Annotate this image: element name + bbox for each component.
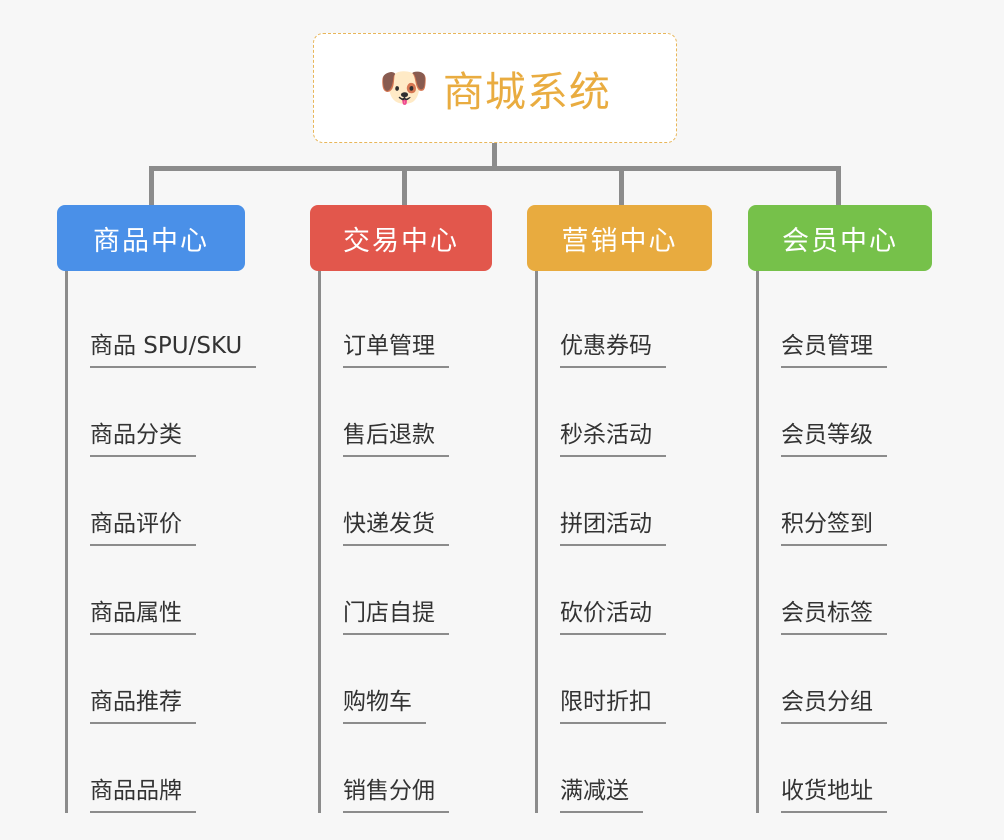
list-item[interactable]: 秒杀活动 — [538, 368, 772, 457]
item-list-member: 会员管理 会员等级 积分签到 会员标签 会员分组 收货地址 — [756, 271, 993, 813]
item-label: 商品推荐 — [90, 689, 196, 724]
item-list-product: 商品 SPU/SKU 商品分类 商品评价 商品属性 商品推荐 商品品牌 — [65, 271, 302, 813]
list-item[interactable]: 积分签到 — [759, 457, 993, 546]
item-label: 积分签到 — [781, 511, 887, 546]
list-item[interactable]: 商品分类 — [68, 368, 302, 457]
connector-stem — [492, 143, 497, 169]
category-header-product[interactable]: 商品中心 — [57, 205, 245, 271]
item-label: 秒杀活动 — [560, 422, 666, 457]
item-label: 砍价活动 — [560, 600, 666, 635]
item-label: 商品品牌 — [90, 778, 196, 813]
item-label: 收货地址 — [781, 778, 887, 813]
category-label: 交易中心 — [343, 225, 459, 257]
category-header-marketing[interactable]: 营销中心 — [527, 205, 712, 271]
list-item[interactable]: 订单管理 — [321, 279, 555, 368]
list-item[interactable]: 会员分组 — [759, 635, 993, 724]
dog-face-icon: 🐶 — [379, 66, 429, 110]
list-item[interactable]: 收货地址 — [759, 724, 993, 813]
item-label: 满减送 — [560, 778, 643, 813]
root-node-shopping-mall-system[interactable]: 🐶 商城系统 — [313, 33, 677, 143]
item-list-transaction: 订单管理 售后退款 快递发货 门店自提 购物车 销售分佣 — [318, 271, 555, 813]
list-item[interactable]: 商品评价 — [68, 457, 302, 546]
item-label: 商品分类 — [90, 422, 196, 457]
item-label: 拼团活动 — [560, 511, 666, 546]
item-label: 会员管理 — [781, 333, 887, 368]
category-label: 会员中心 — [782, 225, 898, 257]
item-label: 门店自提 — [343, 600, 449, 635]
item-label: 会员等级 — [781, 422, 887, 457]
item-label: 限时折扣 — [560, 689, 666, 724]
item-label: 会员分组 — [781, 689, 887, 724]
list-item[interactable]: 门店自提 — [321, 546, 555, 635]
item-list-marketing: 优惠券码 秒杀活动 拼团活动 砍价活动 限时折扣 满减送 — [535, 271, 772, 813]
root-title: 商城系统 — [442, 68, 611, 116]
list-item[interactable]: 会员等级 — [759, 368, 993, 457]
item-label: 快递发货 — [343, 511, 449, 546]
list-item[interactable]: 销售分佣 — [321, 724, 555, 813]
connector-drop-4 — [836, 169, 841, 209]
list-item[interactable]: 拼团活动 — [538, 457, 772, 546]
list-item[interactable]: 会员标签 — [759, 546, 993, 635]
list-item[interactable]: 商品品牌 — [68, 724, 302, 813]
item-label: 商品评价 — [90, 511, 196, 546]
category-column-marketing: 营销中心 优惠券码 秒杀活动 拼团活动 砍价活动 限时折扣 满减送 — [527, 205, 772, 813]
list-item[interactable]: 砍价活动 — [538, 546, 772, 635]
list-item[interactable]: 商品 SPU/SKU — [68, 279, 302, 368]
list-item[interactable]: 会员管理 — [759, 279, 993, 368]
category-header-transaction[interactable]: 交易中心 — [310, 205, 492, 271]
item-label: 销售分佣 — [343, 778, 449, 813]
category-header-member[interactable]: 会员中心 — [748, 205, 932, 271]
connector-drop-3 — [619, 169, 624, 209]
item-label: 会员标签 — [781, 600, 887, 635]
connector-drop-1 — [149, 169, 154, 209]
item-label: 优惠券码 — [560, 333, 666, 368]
list-item[interactable]: 快递发货 — [321, 457, 555, 546]
connector-drop-2 — [402, 169, 407, 209]
item-label: 购物车 — [343, 689, 426, 724]
category-column-member: 会员中心 会员管理 会员等级 积分签到 会员标签 会员分组 收货地址 — [748, 205, 993, 813]
list-item[interactable]: 限时折扣 — [538, 635, 772, 724]
list-item[interactable]: 优惠券码 — [538, 279, 772, 368]
list-item[interactable]: 商品推荐 — [68, 635, 302, 724]
category-label: 商品中心 — [93, 225, 209, 257]
list-item[interactable]: 商品属性 — [68, 546, 302, 635]
item-label: 售后退款 — [343, 422, 449, 457]
list-item[interactable]: 满减送 — [538, 724, 772, 813]
category-column-product: 商品中心 商品 SPU/SKU 商品分类 商品评价 商品属性 商品推荐 商品品牌 — [57, 205, 302, 813]
item-label: 商品属性 — [90, 600, 196, 635]
connector-horizontal-bus — [149, 166, 841, 171]
list-item[interactable]: 购物车 — [321, 635, 555, 724]
item-label: 订单管理 — [343, 333, 449, 368]
category-column-transaction: 交易中心 订单管理 售后退款 快递发货 门店自提 购物车 销售分佣 — [310, 205, 555, 813]
category-label: 营销中心 — [561, 225, 678, 257]
item-label: 商品 SPU/SKU — [90, 333, 257, 368]
list-item[interactable]: 售后退款 — [321, 368, 555, 457]
